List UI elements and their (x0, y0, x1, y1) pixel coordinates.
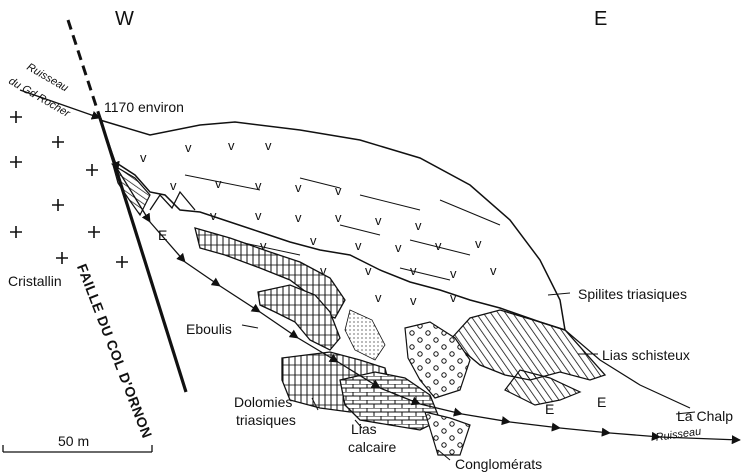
svg-text:v: v (210, 208, 217, 223)
svg-text:v: v (310, 233, 317, 248)
eboulis-symbol-3: E (597, 395, 606, 409)
svg-text:v: v (255, 178, 262, 193)
eboulis-symbol-1: E (158, 228, 167, 242)
svg-text:v: v (335, 210, 342, 225)
east-label: E (594, 9, 607, 29)
svg-text:v: v (265, 138, 272, 153)
scale-bar-label: 50 m (58, 434, 89, 448)
conglomerats-label: Conglomérats (455, 457, 542, 471)
svg-text:v: v (228, 138, 235, 153)
svg-text:v: v (140, 150, 147, 165)
svg-text:v: v (335, 183, 342, 198)
altitude-label: 1170 environ (104, 100, 184, 114)
lias-schisteux-label: Lias schisteux (602, 348, 690, 362)
svg-text:v: v (450, 266, 457, 281)
svg-text:v: v (255, 208, 262, 223)
svg-text:v: v (475, 236, 482, 251)
svg-text:v: v (185, 140, 192, 155)
la-chalp-label: La Chalp (677, 409, 733, 423)
lias-calcaire-label-2: calcaire (348, 440, 396, 454)
eboulis-symbol-2: E (545, 402, 554, 416)
svg-text:v: v (450, 290, 457, 305)
fault-dashed (68, 20, 100, 118)
svg-text:v: v (295, 210, 302, 225)
cristallin-label: Cristallin (8, 274, 62, 288)
spilites-label: Spilites triasiques (578, 287, 687, 301)
svg-text:v: v (365, 263, 372, 278)
svg-text:v: v (410, 293, 417, 308)
svg-text:v: v (375, 290, 382, 305)
eboulis-label: Eboulis (186, 322, 232, 336)
svg-text:v: v (395, 240, 402, 255)
svg-text:v: v (215, 176, 222, 191)
svg-text:v: v (410, 263, 417, 278)
svg-text:v: v (170, 178, 177, 193)
svg-text:v: v (490, 263, 497, 278)
dolomies-label-1: Dolomies (234, 395, 292, 409)
svg-text:v: v (415, 218, 422, 233)
west-label: W (115, 9, 134, 29)
lias-calcaire-label-1: Lias (351, 422, 377, 436)
svg-text:v: v (435, 238, 442, 253)
svg-text:v: v (295, 180, 302, 195)
svg-text:v: v (355, 238, 362, 253)
dolomies-label-2: triasiques (236, 413, 296, 427)
eboulis-dotted (345, 310, 385, 360)
conglomerats-lower (425, 412, 470, 455)
svg-text:v: v (375, 213, 382, 228)
